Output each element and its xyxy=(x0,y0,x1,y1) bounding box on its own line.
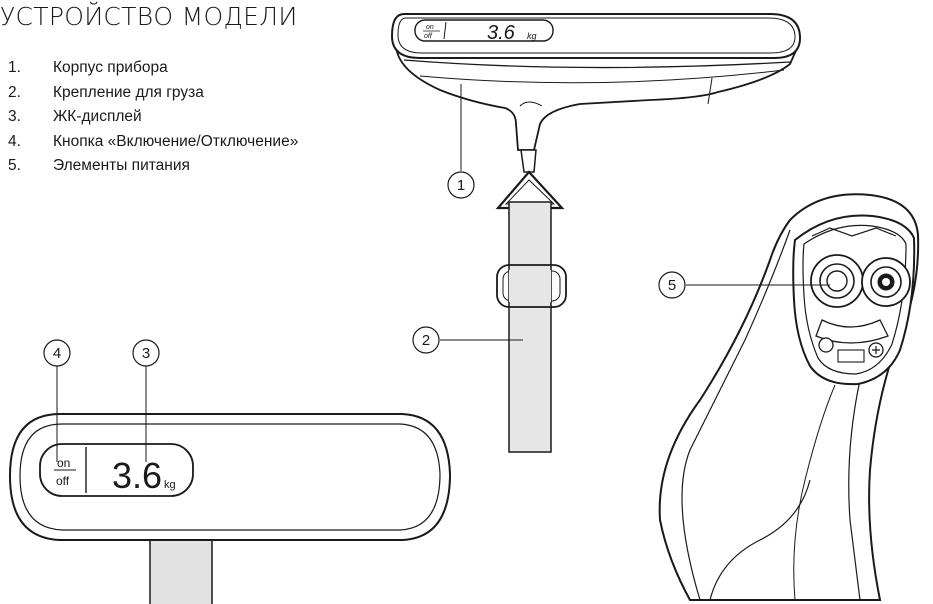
callout-1: 1 xyxy=(457,177,465,194)
scale-top-reading: 3.6 xyxy=(487,22,516,44)
parts-list-item: 1.Корпус прибора xyxy=(8,59,168,76)
callout-4-circle xyxy=(43,339,71,367)
screw-left xyxy=(818,337,834,353)
front-strap xyxy=(149,537,213,604)
scale-top-off-text: off xyxy=(424,33,433,40)
front-off-text: off xyxy=(56,474,70,488)
parts-list-item: 3.ЖК-дисплей xyxy=(8,108,142,125)
front-body xyxy=(8,413,452,541)
front-reading: 3.6 xyxy=(112,455,162,496)
scale-hook xyxy=(520,149,537,173)
callout-3: 3 xyxy=(142,345,150,362)
parts-list-item: 4.Кнопка «Включение/Отключение» xyxy=(8,132,299,150)
front-display xyxy=(39,443,194,497)
callout-3-circle xyxy=(132,339,160,367)
battery-view xyxy=(658,193,920,601)
battery-cell-left xyxy=(810,254,864,308)
front-unit: kg xyxy=(164,479,176,491)
scale-side-view: on off 3.6 kg xyxy=(390,13,802,453)
callout-5-circle xyxy=(658,271,686,299)
strap xyxy=(508,201,552,453)
callout-2: 2 xyxy=(422,332,430,349)
callout-2-circle xyxy=(412,326,440,354)
callouts: 1 2 3 4 5 xyxy=(43,84,830,462)
scale-body xyxy=(395,43,800,151)
parts-list-item: 5.Элементы питания xyxy=(8,157,190,174)
callout-1-circle xyxy=(447,171,475,199)
scale-top-cap xyxy=(390,13,802,59)
front-on-text: on xyxy=(57,456,70,470)
parts-list-item: 2.Крепление для груза xyxy=(8,83,204,101)
callout-5: 5 xyxy=(668,277,676,294)
scale-top-unit: kg xyxy=(527,31,537,41)
page-title: УСТРОЙСТВО МОДЕЛИ xyxy=(0,2,298,31)
parts-list: 1.Корпус прибора 2.Крепление для груза 3… xyxy=(8,59,298,182)
callout-4: 4 xyxy=(53,345,61,362)
strap-buckle xyxy=(496,264,567,308)
scale-front-view: on off 3.6 kg xyxy=(8,413,452,604)
scale-top-on-text: on xyxy=(426,24,434,31)
scale-top-display xyxy=(414,19,554,42)
